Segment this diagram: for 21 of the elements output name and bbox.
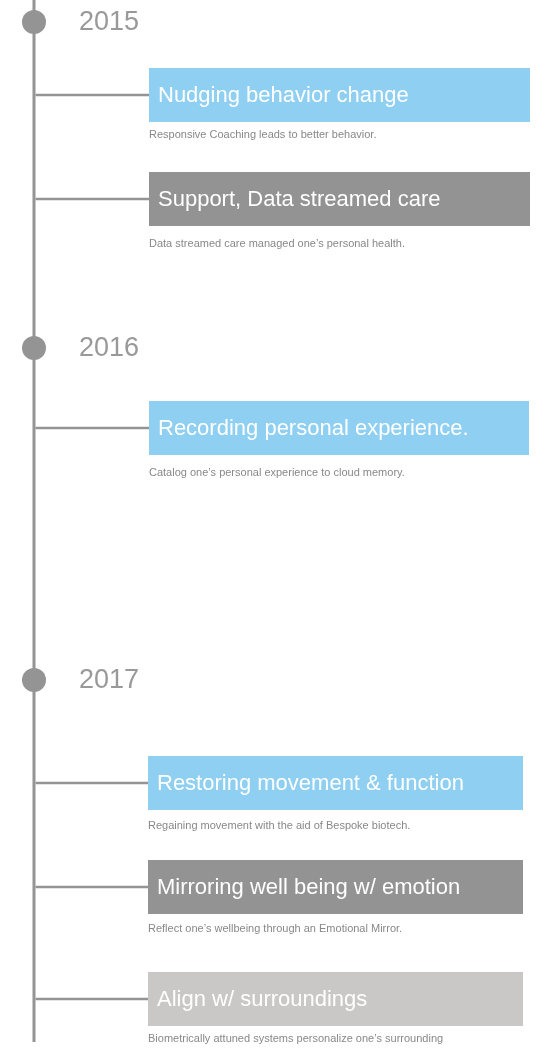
milestone-box: Mirroring well being w/ emotion [148,860,523,914]
description-text: Biometrically attuned systems personalize one’s surrounding [148,1031,444,1045]
branch-line [35,997,148,1001]
year-label: 2016 [79,331,140,363]
branch-line [35,93,149,97]
description-text: Regaining movement with the aid of Bespoke biotech. [148,818,411,832]
description-text: Responsive Coaching leads to better behavior. [149,127,377,141]
milestone-box: Nudging behavior change [149,68,530,122]
milestone-box: Restoring movement & function [148,756,523,810]
description-text: Reflect one’s wellbeing through an Emotional Mirror. [148,921,403,935]
description-text: Data streamed care managed one’s personal health. [149,236,405,250]
branch-line [35,426,149,430]
description-text: Catalog one’s personal experience to cloud memory. [149,465,405,479]
milestone-box: Support, Data streamed care [149,172,530,226]
branch-line [35,781,148,785]
milestone-box: Recording personal experience. [149,401,529,455]
branch-line [35,197,149,201]
milestone-box: Align w/ surroundings [148,972,523,1026]
branch-line [35,885,148,889]
year-label: 2017 [79,663,140,695]
year-label: 2015 [79,5,140,37]
